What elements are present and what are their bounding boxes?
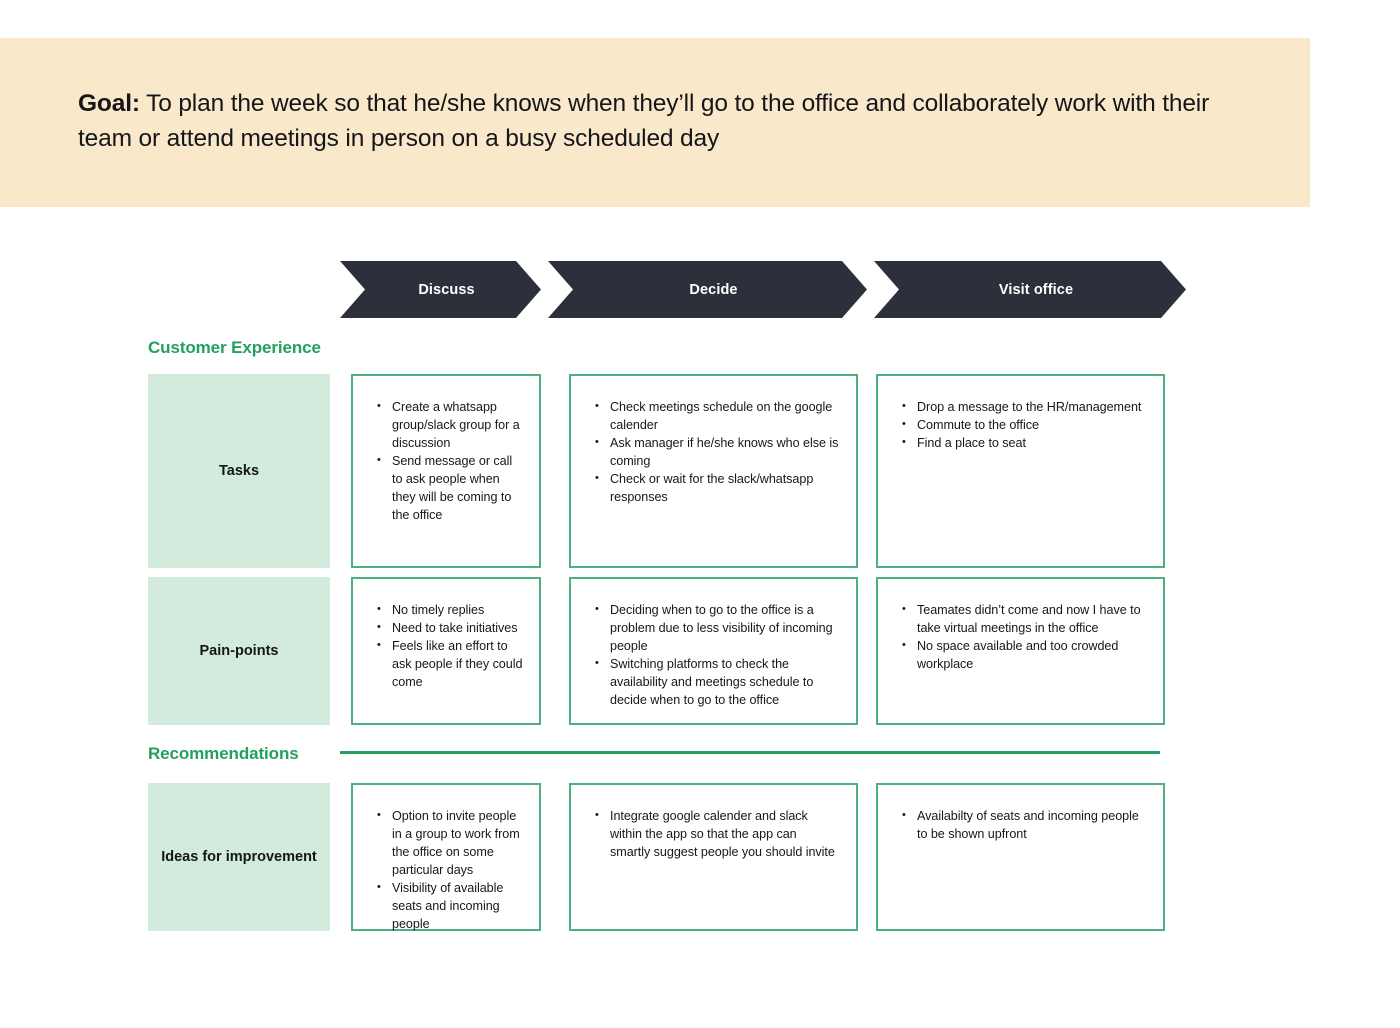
list-item: Drop a message to the HR/management [900, 397, 1147, 416]
cell-tasks-discuss: Create a whatsapp group/slack group for … [351, 374, 541, 568]
phase-label-visit-office: Visit office [998, 281, 1074, 298]
list-item: Need to take initiatives [375, 618, 523, 637]
section-heading-customer-experience: Customer Experience [148, 338, 321, 357]
row-ideas-for-improvement: Ideas for improvement Option to invite p… [148, 783, 1165, 931]
list-item: Teamates didn’t come and now I have to t… [900, 600, 1147, 637]
row-label-pain-points: Pain-points [148, 577, 330, 725]
row-label-tasks: Tasks [148, 374, 330, 568]
phase-chevron-visit-office[interactable]: Visit office [874, 261, 1186, 318]
phase-label-decide: Decide [689, 281, 738, 298]
phase-label-discuss: Discuss [418, 281, 475, 298]
row-label-text: Pain-points [199, 642, 279, 659]
list-item: Ask manager if he/she knows who else is … [593, 433, 840, 470]
bullet-list: Availabilty of seats and incoming people… [900, 806, 1147, 843]
list-item: Availabilty of seats and incoming people… [900, 806, 1147, 843]
row-label-text: Ideas for improvement [161, 848, 317, 865]
list-item: Send message or call to ask people when … [375, 451, 523, 524]
list-item: Create a whatsapp group/slack group for … [375, 397, 523, 452]
list-item: Check meetings schedule on the google ca… [593, 397, 840, 434]
bullet-list: No timely replies Need to take initiativ… [375, 600, 523, 691]
section-heading-recommendations: Recommendations [148, 744, 299, 763]
cell-ideas-discuss: Option to invite people in a group to wo… [351, 783, 541, 931]
phase-chevron-decide[interactable]: Decide [548, 261, 867, 318]
list-item: Commute to the office [900, 415, 1147, 434]
list-item: Find a place to seat [900, 433, 1147, 452]
row-label-ideas-for-improvement: Ideas for improvement [148, 783, 330, 931]
phase-chevron-discuss[interactable]: Discuss [340, 261, 541, 318]
row-tasks: Tasks Create a whatsapp group/slack grou… [148, 374, 1165, 568]
bullet-list: Teamates didn’t come and now I have to t… [900, 600, 1147, 673]
list-item: Check or wait for the slack/whatsapp res… [593, 469, 840, 506]
cell-tasks-decide: Check meetings schedule on the google ca… [569, 374, 858, 568]
goal-banner: Goal: To plan the week so that he/she kn… [0, 38, 1310, 207]
goal-statement: Goal: To plan the week so that he/she kn… [78, 86, 1238, 156]
bullet-list: Drop a message to the HR/management Comm… [900, 397, 1147, 452]
cell-pain-points-discuss: No timely replies Need to take initiativ… [351, 577, 541, 725]
cell-tasks-visit-office: Drop a message to the HR/management Comm… [876, 374, 1165, 568]
list-item: No timely replies [375, 600, 523, 619]
row-pain-points: Pain-points No timely replies Need to ta… [148, 577, 1165, 725]
row-label-text: Tasks [218, 462, 260, 479]
recommendations-divider [340, 751, 1160, 754]
journey-phase-bar: Discuss Decide Visit office [340, 261, 1186, 318]
goal-label: Goal: [78, 90, 140, 117]
bullet-list: Create a whatsapp group/slack group for … [375, 397, 523, 524]
list-item: Integrate google calender and slack with… [593, 806, 840, 861]
list-item: Feels like an effort to ask people if th… [375, 636, 523, 691]
list-item: No space available and too crowded workp… [900, 636, 1147, 673]
cell-ideas-decide: Integrate google calender and slack with… [569, 783, 858, 931]
cell-pain-points-visit-office: Teamates didn’t come and now I have to t… [876, 577, 1165, 725]
list-item: Switching platforms to check the availab… [593, 654, 840, 709]
cell-pain-points-decide: Deciding when to go to the office is a p… [569, 577, 858, 725]
goal-body: To plan the week so that he/she knows wh… [78, 90, 1210, 152]
list-item: Visibility of available seats and incomi… [375, 878, 523, 933]
bullet-list: Check meetings schedule on the google ca… [593, 397, 840, 506]
bullet-list: Deciding when to go to the office is a p… [593, 600, 840, 709]
bullet-list: Integrate google calender and slack with… [593, 806, 840, 861]
cell-ideas-visit-office: Availabilty of seats and incoming people… [876, 783, 1165, 931]
list-item: Deciding when to go to the office is a p… [593, 600, 840, 655]
list-item: Option to invite people in a group to wo… [375, 806, 523, 879]
bullet-list: Option to invite people in a group to wo… [375, 806, 523, 933]
